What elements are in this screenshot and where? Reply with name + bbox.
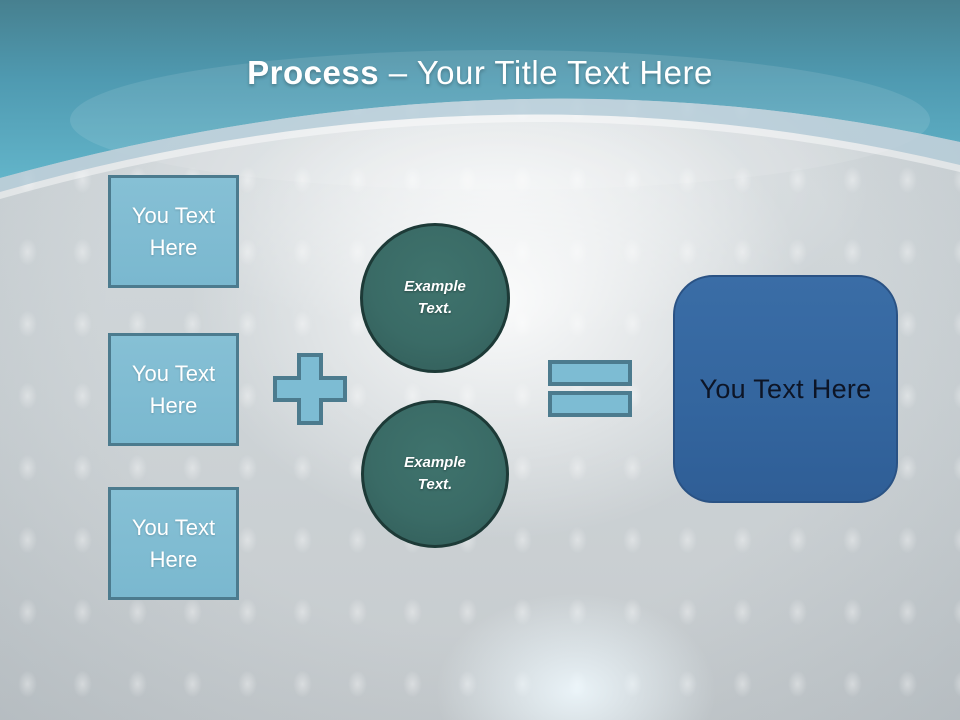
input-box-3: You Text Here (108, 487, 239, 600)
example-circle-2-label: Example Text. (404, 454, 466, 493)
example-circle-2: Example Text. (361, 400, 509, 548)
header-highlight (70, 50, 930, 190)
result-box: You Text Here (673, 275, 898, 503)
input-box-3-label: You Text Here (131, 514, 216, 572)
input-box-2: You Text Here (108, 333, 239, 446)
example-circle-1-label: Example Text. (404, 278, 466, 317)
equals-icon (548, 360, 632, 417)
input-box-1: You Text Here (108, 175, 239, 288)
example-circle-1: Example Text. (360, 223, 510, 373)
title-subtext: – Your Title Text Here (379, 54, 713, 91)
header-teal-area (0, 0, 960, 178)
page-title: Process – Your Title Text Here (0, 54, 960, 92)
curve-band (0, 98, 960, 192)
header-curve-graphic (0, 0, 960, 199)
result-box-label: You Text Here (699, 373, 872, 404)
plus-icon (273, 353, 347, 425)
title-keyword: Process (247, 54, 380, 91)
input-box-2-label: You Text Here (131, 360, 216, 418)
input-box-1-label: You Text Here (131, 202, 216, 260)
